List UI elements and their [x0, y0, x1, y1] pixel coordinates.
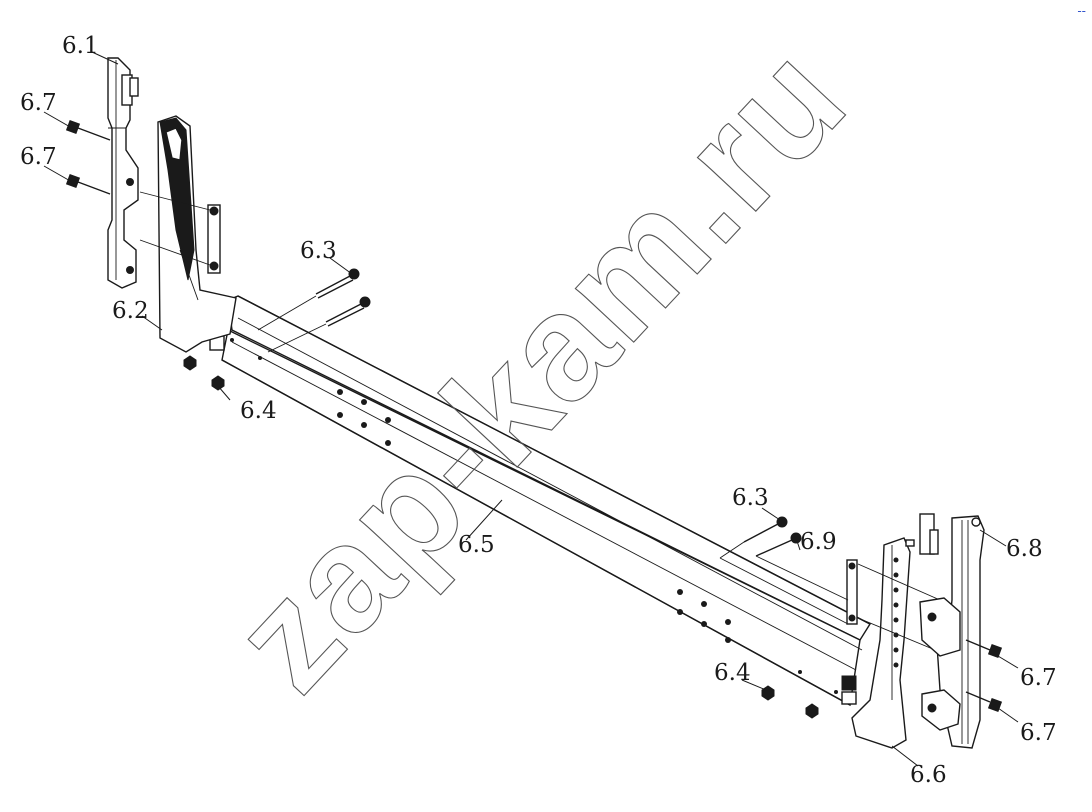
corner-mark: --	[1077, 4, 1086, 18]
callout-6-9: 6.9	[800, 529, 837, 555]
cross-beam	[205, 295, 871, 707]
callout-6-7-b: 6.7	[20, 144, 57, 170]
callout-labels: 6.1 6.7 6.7 6.2 6.3 6.4 6.5 6.3 6.9 6.8 …	[20, 33, 1057, 788]
left-front-arm	[139, 115, 237, 353]
callout-6-2: 6.2	[112, 298, 149, 324]
callout-6-4-a: 6.4	[240, 398, 277, 424]
right-rear-bracket	[919, 513, 985, 749]
callout-6-3-b: 6.3	[732, 485, 769, 511]
callout-6-1: 6.1	[62, 33, 99, 59]
callout-6-8: 6.8	[1006, 536, 1043, 562]
callout-6-5: 6.5	[458, 532, 495, 558]
right-nuts	[761, 670, 838, 719]
callout-6-7-d: 6.7	[1020, 720, 1057, 746]
callout-6-7-a: 6.7	[20, 90, 57, 116]
right-long-bolts	[719, 516, 849, 625]
left-bolts	[65, 119, 111, 195]
right-front-arm	[846, 537, 941, 749]
callout-6-4-b: 6.4	[714, 660, 751, 686]
leader-lines	[43, 51, 1019, 767]
left-nuts	[183, 338, 262, 391]
callout-6-7-c: 6.7	[1020, 665, 1057, 691]
left-rear-bracket	[107, 57, 139, 289]
callout-6-3-a: 6.3	[300, 238, 337, 264]
left-long-bolts	[257, 268, 371, 353]
callout-6-6: 6.6	[910, 762, 947, 788]
